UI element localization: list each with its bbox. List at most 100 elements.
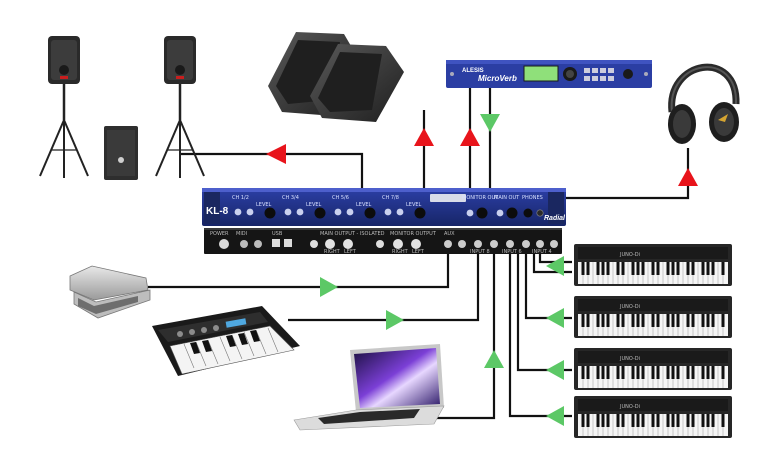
black-key <box>671 314 675 327</box>
black-key <box>636 366 640 379</box>
black-key <box>641 366 645 379</box>
channel-label: CH 1/2 <box>232 195 249 201</box>
black-key <box>601 262 605 275</box>
black-key <box>686 314 690 327</box>
mixer-channel-3: CH 5/6 LEVEL <box>332 195 376 219</box>
black-key <box>616 366 620 379</box>
rear-label: INPUT 4 <box>532 249 552 255</box>
black-key <box>636 262 640 275</box>
black-key <box>586 414 590 427</box>
black-key <box>671 262 675 275</box>
mixer-channel-4: CH 7/8 LEVEL <box>382 195 426 219</box>
channel-label: CH 5/6 <box>332 195 349 201</box>
rear-label: MONITOR OUTPUT <box>390 231 437 237</box>
black-key <box>606 314 610 327</box>
black-key <box>581 262 585 275</box>
black-key <box>656 366 660 379</box>
subwoofer-icon <box>104 126 138 180</box>
black-key <box>706 262 710 275</box>
black-key <box>701 366 705 379</box>
black-key <box>581 314 585 327</box>
cable-midi-controller <box>288 252 480 322</box>
rack-processor-icon: ALESIS MicroVerb <box>446 60 652 88</box>
rear-sub-label: RIGHT <box>324 249 341 255</box>
phones-label: PHONES <box>522 195 543 201</box>
black-key <box>651 314 655 327</box>
black-key <box>616 262 620 275</box>
rear-label: USB <box>272 231 283 237</box>
keyboard-model: JUNO-Di <box>619 304 640 310</box>
arrow-input-laptop <box>484 350 504 368</box>
black-key <box>596 366 600 379</box>
black-key <box>656 262 660 275</box>
black-key <box>631 414 635 427</box>
black-key <box>651 414 655 427</box>
black-key <box>711 262 715 275</box>
black-key <box>621 366 625 379</box>
level-label: LEVEL <box>306 202 322 208</box>
black-key <box>641 262 645 275</box>
midi-controller-icon <box>152 306 300 376</box>
level-label: LEVEL <box>256 202 272 208</box>
black-key <box>586 314 590 327</box>
black-key <box>706 314 710 327</box>
cable-expression-pedal <box>148 252 450 289</box>
black-key <box>676 366 680 379</box>
arrow-input-processor <box>480 114 500 132</box>
channel-label: CH 7/8 <box>382 195 399 201</box>
black-key <box>691 414 695 427</box>
black-key <box>596 314 600 327</box>
keyboard-model: JUNO-Di <box>619 356 640 362</box>
arrow-output-processor <box>460 128 480 146</box>
black-key <box>721 366 725 379</box>
monitor-out-label: MONITOR OUT <box>462 195 499 201</box>
rear-label: INPUT 6 <box>502 249 522 255</box>
black-key <box>721 262 725 275</box>
arrow-input-keyboard-3 <box>546 360 564 380</box>
black-key <box>641 414 645 427</box>
black-key <box>631 366 635 379</box>
arrow-input-pedal <box>320 277 338 297</box>
rear-sub-label: LEFT <box>412 249 425 255</box>
laptop-icon <box>293 344 445 431</box>
black-key <box>606 262 610 275</box>
monitor-wedge-icon <box>268 32 404 122</box>
mixer-channel-1: CH 1/2 LEVEL <box>232 195 276 219</box>
black-key <box>711 414 715 427</box>
black-key <box>666 366 670 379</box>
black-key <box>616 314 620 327</box>
cable-keyboard-4 <box>508 252 572 418</box>
rear-label: MIDI <box>236 231 247 237</box>
cable-laptop <box>436 252 496 420</box>
headphones-icon <box>668 63 740 144</box>
black-key <box>596 262 600 275</box>
mixer-model: KL-8 <box>206 206 229 217</box>
synthesizer-icon: JUNO-Di <box>574 348 732 390</box>
black-key <box>636 414 640 427</box>
black-key <box>676 314 680 327</box>
black-key <box>601 414 605 427</box>
black-key <box>636 314 640 327</box>
main-out-label: MAIN OUT <box>494 195 520 201</box>
cable-main-speakers <box>180 152 364 188</box>
black-key <box>721 414 725 427</box>
speaker-icon <box>155 36 205 178</box>
mixer-channel-2: CH 3/4 LEVEL <box>282 195 326 219</box>
black-key <box>721 314 725 327</box>
black-key <box>606 366 610 379</box>
keyboard-model: JUNO-Di <box>619 252 640 258</box>
black-key <box>686 262 690 275</box>
black-key <box>631 262 635 275</box>
channel-label: CH 3/4 <box>282 195 299 201</box>
black-key <box>676 262 680 275</box>
black-key <box>706 414 710 427</box>
rear-label: INPUT 8 <box>470 249 490 255</box>
speaker-icon <box>39 36 89 178</box>
processor-model: MicroVerb <box>478 74 517 83</box>
black-key <box>621 314 625 327</box>
mixer-brand: Radial <box>544 215 566 222</box>
cable-headphones <box>548 148 690 200</box>
black-key <box>606 414 610 427</box>
